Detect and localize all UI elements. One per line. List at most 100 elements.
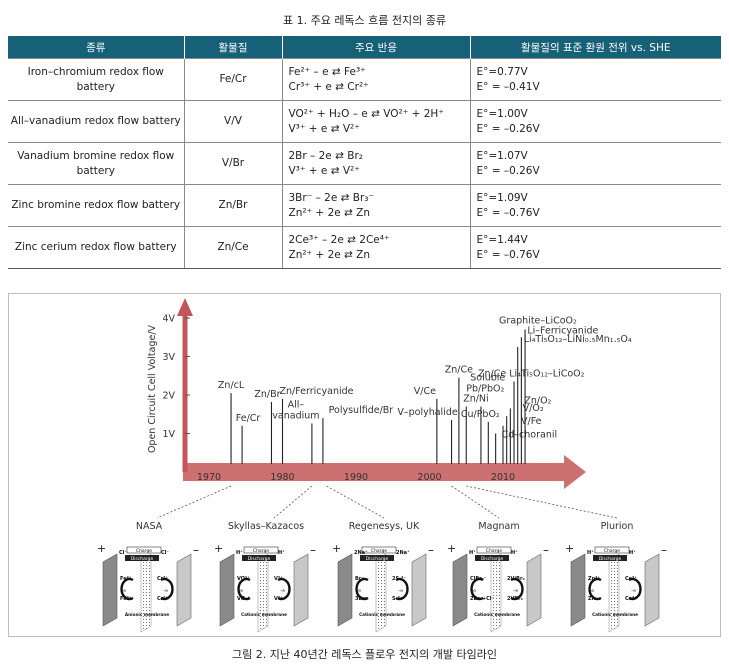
- reaction-arrow: [120, 577, 134, 601]
- event-label: vanadium: [272, 410, 319, 421]
- cell-material: V/V: [183, 100, 282, 143]
- table-header-row: 종류 활물질 주요 반응 활물질의 표준 환원 전위 vs. SHE: [8, 36, 721, 59]
- header-potential: 활물질의 표준 환원 전위 vs. SHE: [469, 36, 721, 59]
- negative-electrode: [293, 553, 309, 627]
- membrane: [490, 553, 502, 633]
- cell-schematic: +–ChargeDischarge2Na⁺2Na⁺Br⁻3Br⁻2S₂²⁻S₄²…: [332, 542, 434, 633]
- cell-reactions: 3Br⁻ – 2e ⇄ Br₃⁻Zn²⁺ + 2e ⇄ Zn: [281, 184, 470, 227]
- event-label: Zn/Ce: [445, 365, 473, 376]
- reaction-arrow: [355, 577, 369, 601]
- event-label: Polysulfide/Br: [329, 405, 394, 416]
- negative-electrode: [526, 553, 542, 627]
- reaction-line: 2Br – 2e ⇄ Br₂: [288, 149, 363, 162]
- ion-label: Br⁻: [355, 576, 364, 582]
- charge-arrow: [594, 546, 630, 554]
- cell-schematic: +–ChargeDischargeH⁺H⁺ClBr₂⁻2Br₂+Cl⁻2V/Br…: [447, 542, 549, 633]
- ion-label: H⁺: [629, 550, 636, 556]
- x-axis-arrow: [183, 455, 586, 489]
- electron-label: –e: [631, 589, 636, 594]
- minus-terminal: –: [543, 543, 549, 557]
- charge-label: Charge: [486, 548, 502, 554]
- redox-battery-table: 종류 활물질 주요 반응 활물질의 표준 환원 전위 vs. SHE Iron–…: [8, 36, 721, 269]
- event-label: V/O₂: [523, 403, 544, 414]
- ion-label: Cl⁻: [119, 550, 127, 556]
- event-label: Fe/Cr: [236, 413, 261, 424]
- developer-leader: [466, 485, 618, 519]
- reaction-line: V³⁺ + e ⇄ V²⁺: [288, 122, 360, 135]
- positive-electrode: [102, 553, 118, 627]
- reaction-arrow: [160, 577, 174, 601]
- ion-label: H⁺: [236, 550, 243, 556]
- ion-label: H⁺: [587, 550, 594, 556]
- charge-label: Charge: [253, 548, 269, 554]
- membrane: [140, 553, 152, 633]
- cell-reactions: 2Br – 2e ⇄ Br₂ V³⁺ + e ⇄ V²⁺: [281, 142, 470, 185]
- x-tick-label: 1990: [344, 472, 368, 483]
- ion-label: H⁺: [511, 550, 518, 556]
- electron-label: –e: [356, 589, 361, 594]
- developer-label: Regenesys, UK: [349, 521, 420, 532]
- membrane-label: Cationic membrane: [359, 612, 405, 617]
- header-material: 활물질: [183, 36, 282, 59]
- plus-terminal: +: [97, 542, 106, 555]
- ion-label: H⁺: [469, 550, 476, 556]
- event-label: Zn/O₂: [524, 395, 551, 406]
- minus-terminal: –: [310, 543, 316, 557]
- reaction-line: Zn²⁺ + 2e ⇄ Zn: [288, 206, 371, 219]
- table-row: Zinc cerium redox flow battery Zn/Ce 2Ce…: [8, 226, 721, 269]
- positive-electrode: [219, 553, 235, 627]
- positive-electrode: [570, 553, 586, 627]
- electron-label: –e: [398, 589, 403, 594]
- reaction-line: VO²⁺ + H₂O – e ⇄ VO²⁺ + 2H⁺: [288, 107, 444, 120]
- reaction-line: 2Ce³⁺ – 2e ⇄ 2Ce⁴⁺: [288, 233, 390, 246]
- header-reaction: 주요 반응: [281, 36, 470, 59]
- cell-type: Vanadium bromine redox flow battery: [8, 142, 184, 185]
- event-label: Zn/Ferricyanide: [279, 386, 353, 397]
- minus-terminal: –: [193, 543, 199, 557]
- developer-label: Skyllas–Kazacos: [228, 521, 304, 532]
- y-axis-arrowhead: [177, 298, 193, 316]
- discharge-label: Discharge: [481, 556, 504, 562]
- event-label: Soluble: [470, 373, 505, 384]
- reaction-line: Zn²⁺ + 2e ⇄ Zn: [288, 248, 371, 261]
- event-label: V/Ce: [414, 386, 436, 397]
- negative-electrode: [176, 553, 192, 627]
- table-row: Zinc bromine redox flow battery Zn/Br 3B…: [8, 184, 721, 227]
- potential-line: E°=1.07V: [476, 149, 528, 162]
- membrane-label: Cationic membrane: [474, 612, 520, 617]
- reaction-arrow: [470, 577, 484, 601]
- y-tick-label: 2V: [162, 391, 175, 402]
- membrane-label: Cationic membrane: [592, 612, 638, 617]
- cell-schematics: +–ChargeDischargeCl⁻Cl⁻Fe²⁺Fe³⁺Cr³⁺Cr²⁺–…: [97, 542, 667, 633]
- ion-label: H⁺: [278, 550, 285, 556]
- developer-leader: [451, 485, 500, 519]
- reaction-line: V³⁺ + e ⇄ V²⁺: [288, 164, 360, 177]
- x-tick-label: 2000: [417, 472, 441, 483]
- reaction-arrow: [277, 577, 291, 601]
- plus-terminal: +: [214, 542, 223, 555]
- event-label: Zn/Br: [254, 389, 280, 400]
- cell-schematic: +–ChargeDischargeH⁺H⁺Zn²⁺ZnCe³⁺Ce⁴⁺–e–eC…: [565, 542, 667, 633]
- cell-schematic: +–ChargeDischargeH⁺H⁺VO²⁺VO₂⁺V³⁺V²⁺–e–eC…: [214, 542, 316, 633]
- reaction-arrow: [395, 577, 409, 601]
- potential-line: E°=1.44V: [476, 233, 528, 246]
- table-row: Iron–chromium redox flow battery Fe/Cr F…: [8, 58, 721, 101]
- positive-electrode: [452, 553, 468, 627]
- cell-reactions: Fe²⁺ – e ⇄ Fe³⁺Cr³⁺ + e ⇄ Cr²⁺: [281, 58, 470, 101]
- reaction-line: Fe²⁺ – e ⇄ Fe³⁺: [288, 65, 366, 78]
- header-type: 종류: [8, 36, 184, 59]
- reaction-arrow: [588, 577, 602, 601]
- cell-schematic: +–ChargeDischargeCl⁻Cl⁻Fe²⁺Fe³⁺Cr³⁺Cr²⁺–…: [97, 542, 199, 633]
- negative-electrode: [411, 553, 427, 627]
- event-label: All–: [288, 399, 305, 410]
- ion-label: Zn: [588, 596, 596, 602]
